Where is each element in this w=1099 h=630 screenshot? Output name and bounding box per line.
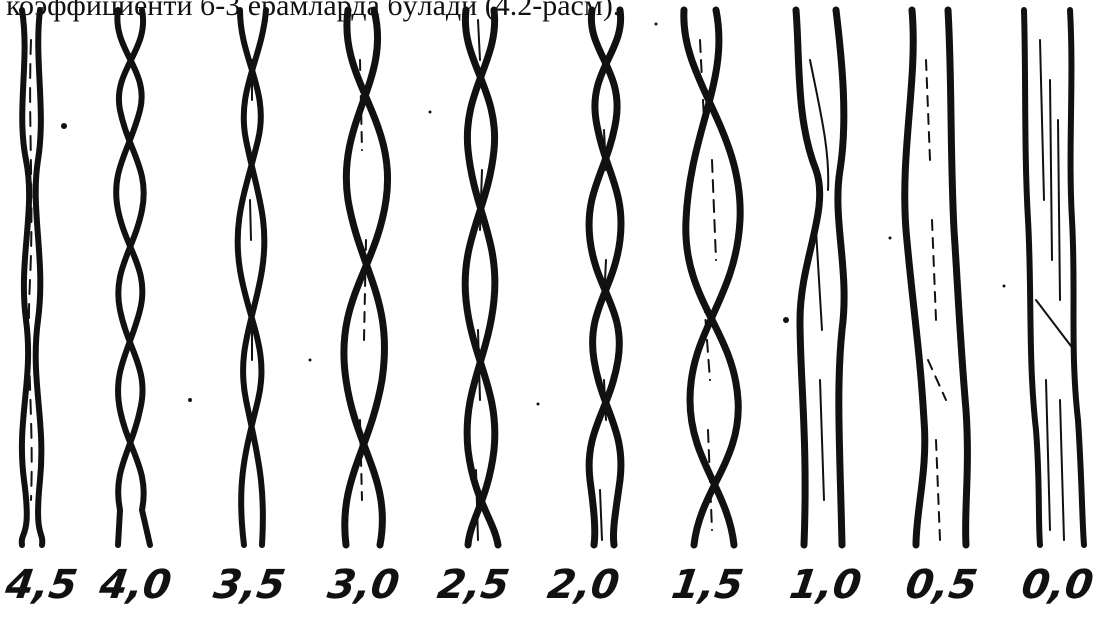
strand-0-0 [1024, 10, 1084, 545]
twist-label-0-0: 0,0 [1018, 560, 1095, 610]
twist-label-2-0: 2,0 [544, 560, 621, 610]
twist-label-3-0: 3,0 [324, 560, 401, 610]
ink-speckles [61, 23, 1006, 406]
twist-label-3-5: 3,5 [210, 560, 287, 610]
strand-0-5 [905, 10, 968, 545]
strand-1-5 [684, 10, 740, 545]
strand-2-0 [589, 10, 621, 545]
twist-label-1-5: 1,5 [668, 560, 745, 610]
strand-3-0 [344, 10, 388, 545]
twist-label-1-0: 1,0 [786, 560, 863, 610]
twist-label-0-5: 0,5 [902, 560, 979, 610]
strand-3-5 [238, 10, 266, 545]
strand-2-5 [465, 10, 498, 545]
twist-label-4-5: 4,5 [2, 560, 79, 610]
strand-4-0 [116, 10, 150, 545]
strand-4-5 [22, 10, 42, 545]
twist-label-4-0: 4,0 [96, 560, 173, 610]
strand-1-0 [796, 10, 844, 545]
twist-label-2-5: 2,5 [434, 560, 511, 610]
yarn-strands-drawing [0, 0, 1099, 560]
